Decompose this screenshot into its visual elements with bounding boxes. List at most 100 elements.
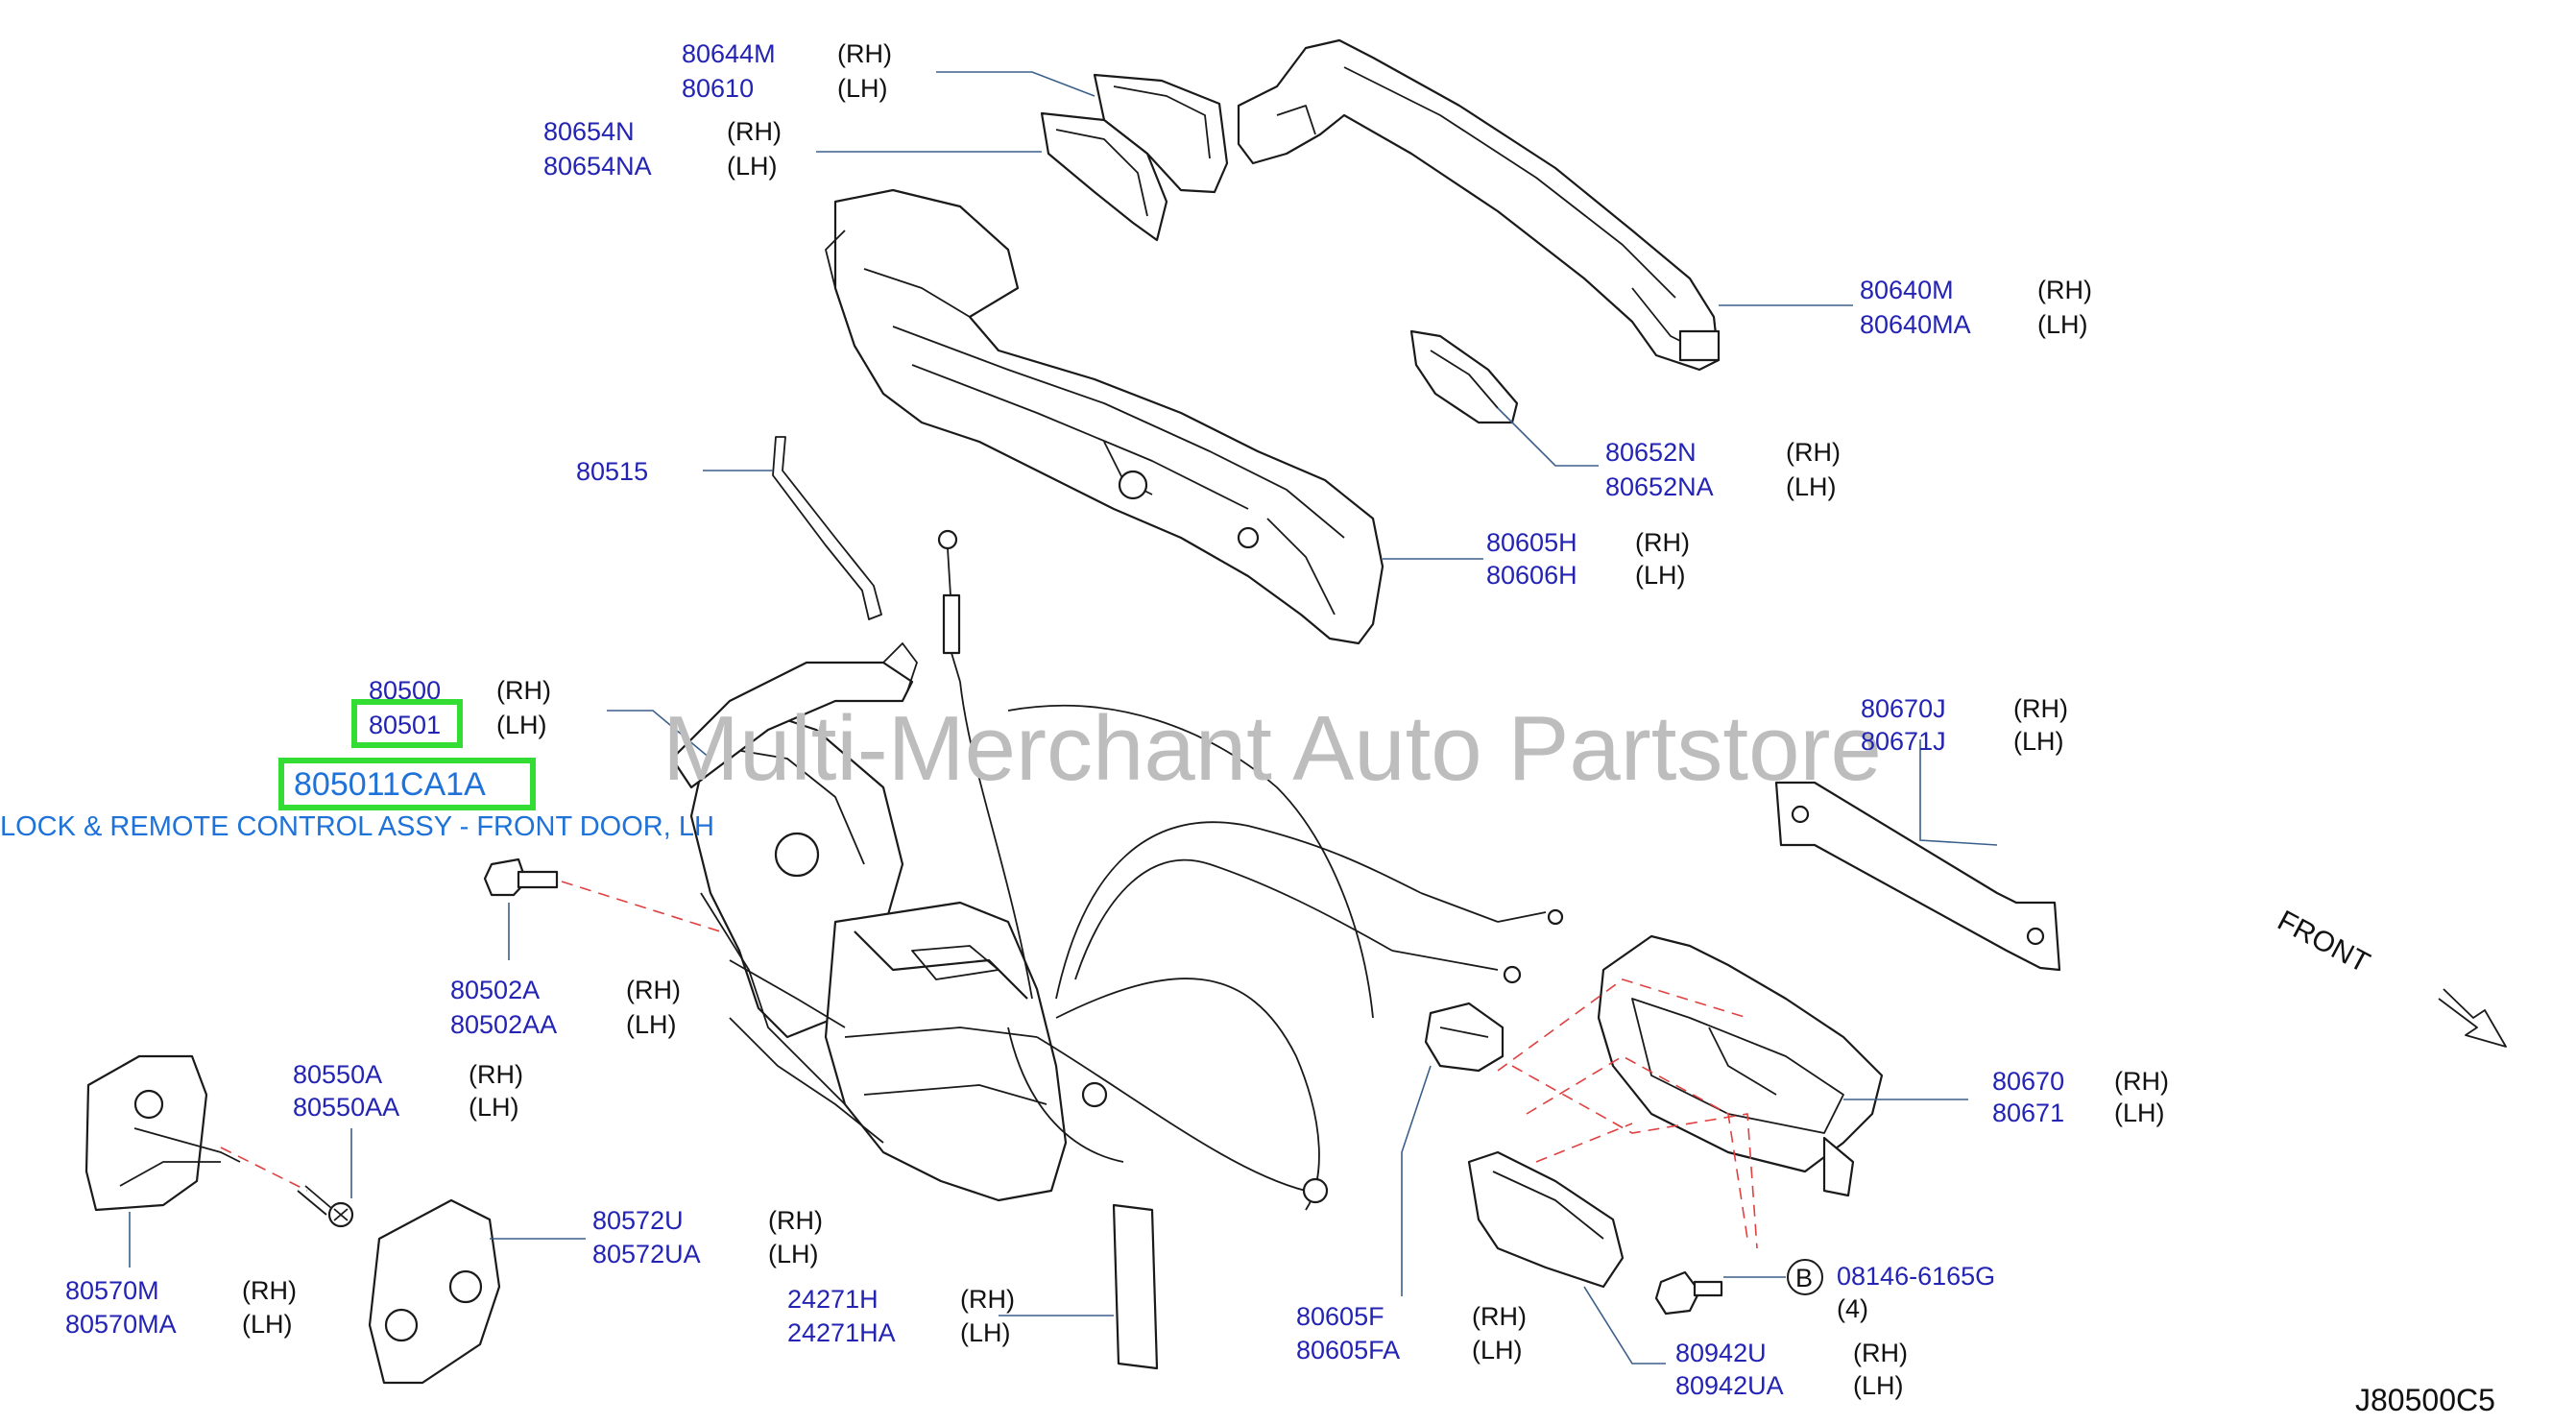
label-tag-illustration — [1112, 1203, 1159, 1370]
part-number-lh[interactable]: 80502AA — [450, 1010, 557, 1039]
part-number-rh[interactable]: 80640M — [1860, 276, 1954, 304]
clip-illustration — [1409, 329, 1519, 424]
cable-pin-illustration — [937, 529, 961, 683]
part-number-lh[interactable]: 80671J — [1861, 727, 1946, 756]
screw-80550a-illustration — [297, 1185, 354, 1228]
part-number-rh[interactable]: 80670 — [1992, 1067, 2064, 1096]
callout-80570m[interactable]: 80570M (RH) 80570MA (LH) — [65, 1276, 297, 1339]
side-tag-rh: (RH) — [469, 1060, 523, 1089]
side-tag-lh: (LH) — [242, 1310, 293, 1339]
callout-80670j[interactable]: 80670J (RH) 80671J (LH) — [1861, 694, 2068, 756]
part-number-rh[interactable]: 80652N — [1605, 438, 1697, 467]
part-number[interactable]: 08146-6165G — [1837, 1262, 1995, 1291]
callout-80605f[interactable]: 80605F (RH) 80605FA (LH) — [1296, 1302, 1527, 1365]
part-number-rh[interactable]: 80942U — [1675, 1339, 1767, 1367]
part-number-rh[interactable]: 80670J — [1861, 694, 1946, 723]
bolt-08146-illustration — [1654, 1270, 1723, 1316]
callout-80605h[interactable]: 80605H (RH) 80606H (LH) — [1486, 528, 1690, 590]
side-tag-lh: (LH) — [768, 1240, 819, 1268]
side-tag-rh: (RH) — [2114, 1067, 2169, 1096]
front-direction-label: FRONT — [2273, 905, 2375, 979]
callout-80652n[interactable]: 80652N (RH) 80652NA (LH) — [1605, 438, 1841, 501]
quantity: (4) — [1837, 1294, 1868, 1323]
side-tag-lh: (LH) — [837, 74, 888, 103]
part-number-rh[interactable]: 80654N — [543, 117, 635, 146]
side-tag-lh: (LH) — [1786, 472, 1837, 501]
shim-plate-illustration — [368, 1198, 501, 1385]
side-tag-lh: (LH) — [1853, 1371, 1904, 1400]
side-tag-rh: (RH) — [1853, 1339, 1908, 1367]
callout-80500[interactable]: 80500 (RH) 80501 (LH) — [351, 676, 551, 748]
callout-24271h[interactable]: 24271H (RH) 24271HA (LH) — [787, 1285, 1114, 1347]
callout-80644m[interactable]: 80644M (RH) 80610 (LH) — [682, 39, 892, 103]
side-tag-lh: (LH) — [496, 711, 547, 739]
part-number-lh[interactable]: 80501 — [369, 711, 441, 739]
callout-80550a[interactable]: 80550A (RH) 80550AA (LH) — [293, 1060, 523, 1122]
watermark-text: Multi-Merchant Auto Partstore — [662, 697, 1882, 800]
part-number-lh[interactable]: 24271HA — [787, 1318, 896, 1347]
part-number-lh[interactable]: 80942UA — [1675, 1371, 1784, 1400]
part-number-rh[interactable]: 80570M — [65, 1276, 159, 1305]
side-tag-lh: (LH) — [2114, 1099, 2165, 1127]
bolt-80502a-illustration — [483, 857, 721, 932]
leader-lines — [129, 71, 1998, 1365]
part-number-lh[interactable]: 80652NA — [1605, 472, 1714, 501]
handle-frame-illustration — [825, 188, 1384, 645]
side-tag-lh: (LH) — [727, 152, 778, 181]
reference-circle-icon — [1787, 1259, 1823, 1295]
part-number[interactable]: 80515 — [576, 457, 648, 486]
callout-80640m[interactable]: 80640M (RH) 80640MA (LH) — [1860, 276, 2092, 339]
side-tag-lh: (LH) — [626, 1010, 677, 1039]
outside-handle-illustration — [1237, 38, 1721, 372]
inside-handle-cover-illustration — [1467, 1150, 1625, 1289]
callout-80502a[interactable]: 80502A (RH) 80502AA (LH) — [450, 976, 681, 1039]
part-number-rh[interactable]: 80605F — [1296, 1302, 1384, 1331]
part-number-lh[interactable]: 80610 — [682, 74, 754, 103]
part-number-lh[interactable]: 80640MA — [1860, 310, 1971, 339]
side-tag-lh: (LH) — [469, 1093, 519, 1122]
side-tag-rh: (RH) — [768, 1206, 823, 1235]
part-number-rh[interactable]: 24271H — [787, 1285, 879, 1314]
part-number-lh[interactable]: 80671 — [1992, 1099, 2064, 1127]
highlight-box-805011ca1a — [278, 758, 536, 810]
callout-80515[interactable]: 80515 — [576, 457, 648, 486]
part-number-lh[interactable]: 80606H — [1486, 561, 1577, 590]
inside-handle-illustration — [1597, 934, 1884, 1197]
side-tag-rh: (RH) — [727, 117, 782, 146]
highlight-box-80501 — [351, 699, 463, 748]
callout-08146[interactable]: B 08146-6165G (4) — [1787, 1259, 1995, 1323]
diagram-code: J80500C5 — [2355, 1383, 2495, 1417]
part-number-rh[interactable]: 80550A — [293, 1060, 382, 1089]
door-lock-assembly-illustration — [670, 642, 1068, 1202]
side-tag-rh: (RH) — [2013, 694, 2068, 723]
part-number-rh[interactable]: 80502A — [450, 976, 540, 1004]
cable-clip-illustration — [1424, 1002, 1505, 1073]
callout-80670[interactable]: 80670 (RH) 80671 (LH) — [1992, 1067, 2169, 1127]
part-number-lh[interactable]: 80570MA — [65, 1310, 177, 1339]
part-number-rh[interactable]: 80644M — [682, 39, 776, 68]
cables-illustration — [959, 681, 1564, 1211]
callout-80654n[interactable]: 80654N (RH) 80654NA (LH) — [543, 117, 782, 181]
part-number-lh[interactable]: 80605FA — [1296, 1336, 1400, 1365]
side-tag-rh: (RH) — [496, 676, 551, 705]
side-tag-rh: (RH) — [1786, 438, 1841, 467]
side-tag-lh: (LH) — [2013, 727, 2064, 756]
part-number-lh[interactable]: 80572UA — [592, 1240, 701, 1268]
callout-80942u[interactable]: 80942U (RH) 80942UA (LH) — [1675, 1339, 1908, 1400]
side-tag-rh: (RH) — [242, 1276, 297, 1305]
highlighted-part[interactable]: 805011CA1A LOCK & REMOTE CONTROL ASSY - … — [0, 758, 714, 842]
side-tag-lh: (LH) — [1472, 1336, 1523, 1365]
side-tag-rh: (RH) — [1472, 1302, 1527, 1331]
part-number-rh[interactable]: 80572U — [592, 1206, 684, 1235]
finisher-strip-illustration — [1774, 781, 2061, 972]
side-tag-lh: (LH) — [1635, 561, 1686, 590]
part-number-lh[interactable]: 80550AA — [293, 1093, 399, 1122]
highlighted-part-number[interactable]: 805011CA1A — [294, 766, 486, 803]
lock-rod-illustration — [772, 436, 882, 620]
reference-circle-label: B — [1795, 1264, 1813, 1292]
callout-80572u[interactable]: 80572U (RH) 80572UA (LH) — [592, 1206, 823, 1268]
part-number-rh[interactable]: 80605H — [1486, 528, 1577, 557]
part-number-lh[interactable]: 80654NA — [543, 152, 652, 181]
